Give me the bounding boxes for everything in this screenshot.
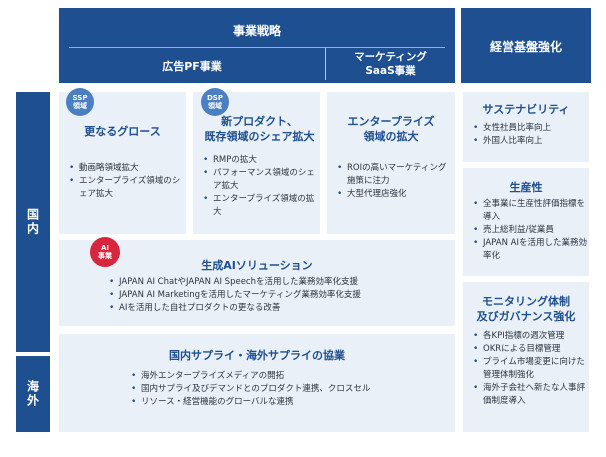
list-item: 各KPI指標の週次管理: [471, 330, 587, 343]
governance-list: 各KPI指標の週次管理 OKRによる目標管理 プライム市場変更に向けた管理体制強…: [471, 330, 587, 408]
list-item: リソース・経営機能のグローバルな連携: [129, 396, 449, 409]
list-item: エンタープライズ領域のシェア拡大: [67, 175, 182, 201]
saas-card: エンタープライズ 領域の拡大 ROIの高いマーケティング施策に注力 大型代理店強…: [327, 92, 455, 234]
foundation-title: 経営基盤強化: [489, 40, 562, 54]
ssp-list: 動画略領域拡大 エンタープライズ領域のシェア拡大: [67, 162, 182, 201]
ai-list: JAPAN AI ChatやJAPAN AI Speechを活用した業務効率化支…: [107, 276, 447, 315]
list-item: 外国人比率向上: [471, 135, 587, 148]
overseas-title: 国内サプライ・海外サプライの協業: [169, 349, 345, 362]
list-item: 全事業に生産性評価指標を導入: [471, 198, 587, 224]
list-item: 国内サプライ及びデマンドとのプロダクト連携、クロスセル: [129, 383, 449, 396]
overseas-card: 国内サプライ・海外サプライの協業 海外エンタープライズメディアの開拓 国内サプラ…: [59, 334, 455, 432]
marketing-saas-label: マーケティング SaaS事業: [354, 51, 427, 77]
list-item: 海外エンタープライズメディアの開拓: [129, 370, 449, 383]
productivity-card: 生産性 全事業に生産性評価指標を導入 売上総利益/従業員 JAPAN AIを活用…: [463, 168, 589, 276]
productivity-list: 全事業に生産性評価指標を導入 売上総利益/従業員 JAPAN AIを活用した業務…: [471, 198, 587, 263]
dsp-badge: DSP 領域: [201, 88, 229, 116]
list-item: AIを活用した自社プロダクトの更なる改善: [107, 302, 447, 315]
ai-title: 生成AIソリューション: [201, 259, 313, 272]
domestic-label: 国内: [16, 92, 50, 352]
ssp-badge: SSP 領域: [66, 88, 94, 116]
saas-list: ROIの高いマーケティング施策に注力 大型代理店強化: [335, 162, 451, 201]
list-item: エンタープライズ領域の拡大: [201, 193, 316, 219]
list-item: 女性社員比率向上: [471, 122, 587, 135]
strategy-header: [59, 8, 455, 83]
governance-title: モニタリング体制 及びガバナンス強化: [476, 295, 576, 323]
list-item: JAPAN AI Marketingを活用したマーケティング業務効率化支援: [107, 289, 447, 302]
list-item: 海外子会社へ新たな人事評価制度導入: [471, 382, 587, 408]
overseas-label: 海外: [16, 356, 50, 432]
overseas-list: 海外エンタープライズメディアの開拓 国内サプライ及びデマンドとのプロダクト連携、…: [129, 370, 449, 409]
dsp-list: RMPの拡大 パフォーマンス領域のシェア拡大 エンタープライズ領域の拡大: [201, 154, 316, 219]
ad-pf-label: 広告PF事業: [162, 60, 222, 73]
list-item: JAPAN AI ChatやJAPAN AI Speechを活用した業務効率化支…: [107, 276, 447, 289]
ssp-title: 更なるグロース: [84, 125, 161, 138]
list-item: 売上総利益/従業員: [471, 224, 587, 237]
list-item: 動画略領域拡大: [67, 162, 182, 175]
ai-badge: AI 事業: [90, 237, 120, 267]
ai-card: 生成AIソリューション JAPAN AI ChatやJAPAN AI Speec…: [59, 240, 455, 326]
header-divider: [325, 48, 326, 80]
sustainability-card: サステナビリティ 女性社員比率向上 外国人比率向上: [463, 92, 589, 162]
header-separator: [69, 47, 445, 48]
list-item: 大型代理店強化: [335, 188, 451, 201]
sustainability-list: 女性社員比率向上 外国人比率向上: [471, 122, 587, 148]
foundation-header: [461, 8, 591, 83]
productivity-title: 生産性: [509, 181, 543, 194]
saas-title: エンタープライズ 領域の拡大: [347, 115, 435, 143]
list-item: プライム市場変更に向けた管理体制強化: [471, 356, 587, 382]
governance-card: モニタリング体制 及びガバナンス強化 各KPI指標の週次管理 OKRによる目標管…: [463, 282, 589, 432]
dsp-title: 新プロダクト、 既存領域のシェア拡大: [204, 115, 315, 143]
list-item: JAPAN AIを活用した業務効率化: [471, 237, 587, 263]
sustainability-title: サステナビリティ: [482, 103, 570, 116]
list-item: ROIの高いマーケティング施策に注力: [335, 162, 451, 188]
list-item: OKRによる目標管理: [471, 343, 587, 356]
list-item: RMPの拡大: [201, 154, 316, 167]
list-item: パフォーマンス領域のシェア拡大: [201, 167, 316, 193]
strategy-title: 事業戦略: [232, 24, 281, 38]
